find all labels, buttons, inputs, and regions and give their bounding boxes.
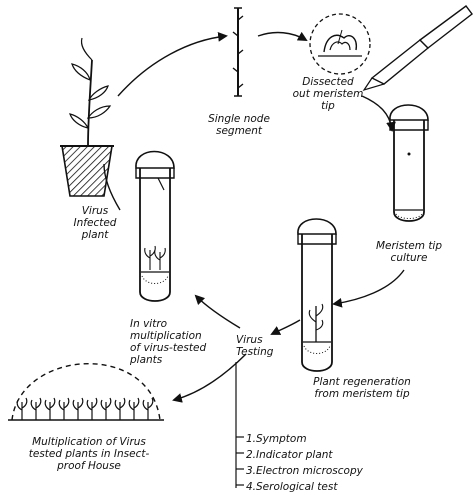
label-line: of virus-tested: [130, 342, 207, 354]
label-line: Meristem tip: [375, 240, 443, 252]
plant-regeneration-tube: [297, 218, 337, 372]
label-line: segment: [215, 125, 263, 137]
virus-test-item: 4.Serological test: [246, 481, 338, 493]
label-plant-regeneration: Plant regeneration from meristem tip: [296, 376, 428, 400]
label-virus-testing: Virus Testing: [236, 334, 296, 358]
label-line: Virus: [81, 205, 109, 217]
in-vitro-tube: [135, 150, 175, 302]
dissected-meristem-tip: [309, 13, 371, 75]
label-line: Virus: [236, 334, 263, 346]
virus-test-item: 1.Symptom: [246, 433, 307, 445]
label-single-node-segment: Single node segment: [196, 113, 282, 137]
insect-proof-house: [8, 363, 164, 421]
virus-test-item: 2.Indicator plant: [246, 449, 333, 461]
label-line: out meristem: [292, 88, 364, 100]
label-insect-proof-multiplication: Multiplication of Virus tested plants in…: [4, 436, 174, 472]
meristem-culture-tube: [389, 104, 429, 222]
label-line: tip: [321, 100, 335, 112]
label-line: Multiplication of Virus: [32, 436, 146, 448]
single-node-segment: [232, 7, 244, 97]
label-in-vitro-multiplication: In vitro multiplication of virus-tested …: [130, 318, 230, 366]
label-line: proof House: [57, 460, 121, 472]
label-line: Dissected: [302, 76, 354, 88]
label-line: from meristem tip: [314, 388, 410, 400]
label-meristem-tip-culture: Meristem tip culture: [364, 240, 454, 264]
label-dissected-meristem-tip: Dissected out meristem tip: [286, 76, 370, 112]
label-line: plant: [81, 229, 109, 241]
label-line: In vitro: [130, 318, 168, 330]
label-line: Testing: [236, 346, 274, 358]
infected-plant: [60, 37, 114, 197]
label-line: tested plants in Insect-: [28, 448, 150, 460]
label-line: Plant regeneration: [313, 376, 411, 388]
label-line: Single node: [208, 113, 270, 125]
label-line: Infected: [73, 217, 117, 229]
virus-test-bracket: [235, 362, 244, 488]
scalpel-icon: [362, 5, 473, 92]
label-line: culture: [390, 252, 428, 264]
virus-test-list: 1.Symptom 2.Indicator plant 3.Electron m…: [246, 431, 406, 495]
label-line: multiplication: [130, 330, 202, 342]
label-line: plants: [130, 354, 163, 366]
virus-test-item: 3.Electron microscopy: [246, 465, 363, 477]
label-virus-infected-plant: Virus Infected plant: [62, 205, 128, 241]
